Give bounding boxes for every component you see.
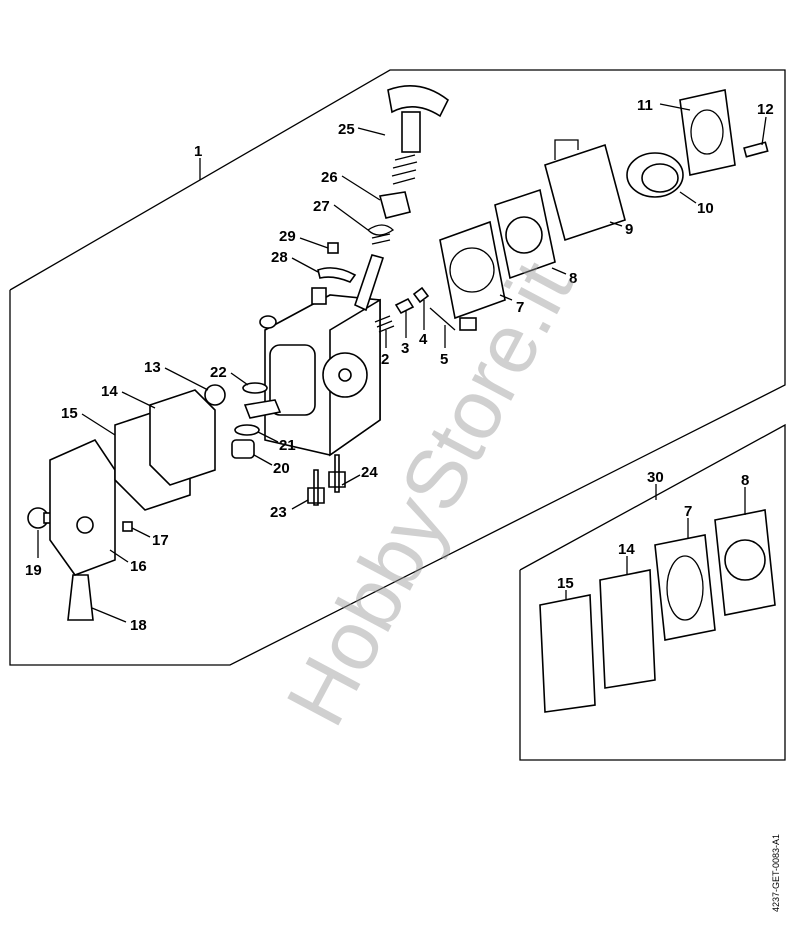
callout-3: 3 xyxy=(401,340,409,357)
gaskets-right xyxy=(439,89,769,320)
callout-20: 20 xyxy=(273,460,290,477)
callout-11: 11 xyxy=(637,97,653,114)
carburetor-body xyxy=(259,254,385,457)
callout-1: 1 xyxy=(194,143,202,160)
callout-kit-8: 8 xyxy=(741,472,749,489)
callout-18: 18 xyxy=(130,617,147,634)
callout-26: 26 xyxy=(321,169,338,186)
callout-23: 23 xyxy=(270,504,287,521)
callout-2: 2 xyxy=(381,351,389,368)
callout-27: 27 xyxy=(313,198,330,215)
callout-30: 30 xyxy=(647,469,664,486)
callout-5: 5 xyxy=(440,351,448,368)
callout-14: 14 xyxy=(101,383,118,400)
main-kit-frame xyxy=(9,69,786,666)
drawing-code: 4237-GET-0083-A1 xyxy=(771,833,782,913)
callout-17: 17 xyxy=(152,532,169,549)
repair-kit-parts xyxy=(539,509,776,713)
callout-28: 28 xyxy=(271,249,288,266)
callout-12: 12 xyxy=(757,101,774,118)
callout-10: 10 xyxy=(697,200,714,217)
callout-21: 21 xyxy=(279,437,296,454)
callout-9: 9 xyxy=(625,221,633,238)
callout-kit-14: 14 xyxy=(618,541,635,558)
callout-16: 16 xyxy=(130,558,147,575)
callout-kit-15: 15 xyxy=(557,575,574,592)
throttle-shaft-part xyxy=(367,84,450,245)
callout-25: 25 xyxy=(338,121,355,138)
callout-22: 22 xyxy=(210,364,227,381)
pump-cover xyxy=(49,438,116,576)
callout-24: 24 xyxy=(361,464,378,481)
leader-lines xyxy=(37,103,767,623)
callout-kit-7: 7 xyxy=(684,503,692,520)
callout-4: 4 xyxy=(419,331,428,348)
callout-8: 8 xyxy=(569,270,577,287)
gaskets-left xyxy=(114,389,216,511)
repair-kit-frame xyxy=(519,423,786,761)
callout-7: 7 xyxy=(516,299,524,316)
callout-13: 13 xyxy=(144,359,161,376)
callout-19: 19 xyxy=(25,562,42,579)
callout-15: 15 xyxy=(61,405,78,422)
callout-29: 29 xyxy=(279,228,296,245)
